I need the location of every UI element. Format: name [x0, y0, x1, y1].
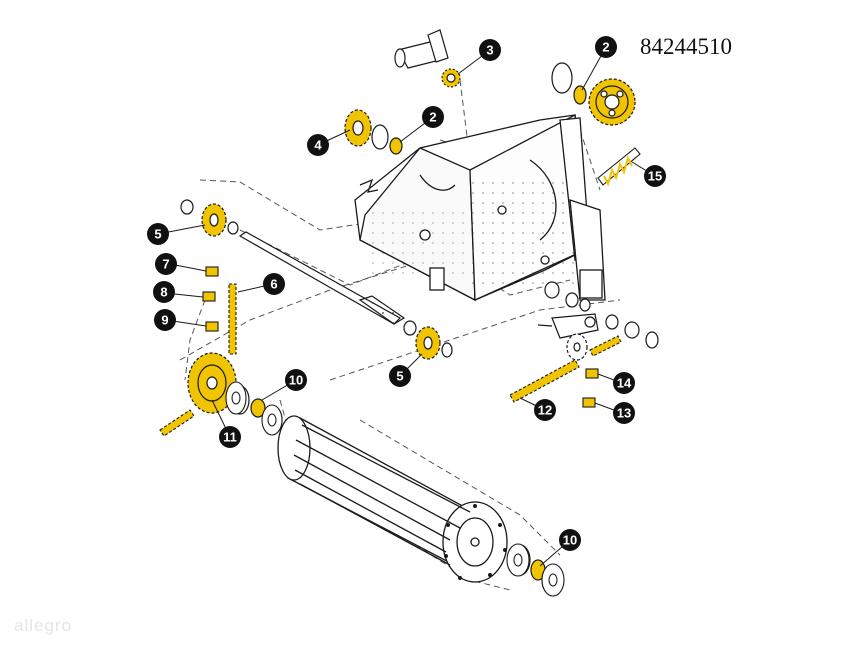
svg-text:7: 7 [162, 257, 169, 272]
crank-shaft [394, 29, 449, 69]
callouts: 3 2 2 4 15 5 7 6 8 9 5 10 14 12 13 11 10 [147, 36, 666, 551]
svg-text:10: 10 [289, 373, 303, 388]
callout-12: 12 [534, 399, 556, 421]
sprocket-4 [344, 109, 372, 147]
sprocket-5-left [201, 203, 227, 237]
svg-text:14: 14 [617, 376, 632, 391]
sprocket-top-center [441, 68, 461, 88]
svg-text:6: 6 [270, 277, 277, 292]
roller-drum [277, 415, 508, 583]
callout-14: 14 [613, 372, 635, 394]
svg-text:8: 8 [160, 285, 167, 300]
svg-text:13: 13 [617, 406, 631, 421]
sprocket-large-top [588, 78, 636, 126]
svg-text:4: 4 [314, 138, 322, 153]
part-number: 84244510 [640, 34, 732, 59]
callout-10-lower: 10 [559, 529, 581, 551]
svg-text:5: 5 [396, 369, 403, 384]
callout-10-upper: 10 [285, 369, 307, 391]
watermark: allegro [14, 616, 73, 635]
svg-text:3: 3 [486, 43, 493, 58]
flange-plates [225, 381, 565, 597]
callout-5-center: 5 [389, 365, 411, 387]
callout-9: 9 [154, 309, 176, 331]
sprockets [187, 68, 636, 414]
drive-shaft [238, 231, 406, 325]
svg-text:9: 9 [161, 313, 168, 328]
callout-11: 11 [219, 426, 241, 448]
frame-chassis [354, 113, 606, 302]
callout-4: 4 [307, 134, 329, 156]
spring [597, 147, 641, 187]
sprocket-11 [187, 352, 237, 414]
svg-text:10: 10 [563, 533, 577, 548]
sprocket-idler [566, 333, 588, 361]
callout-3: 3 [479, 39, 501, 61]
callout-2-mid: 2 [422, 106, 444, 128]
sprocket-5-center [415, 326, 441, 360]
svg-text:15: 15 [648, 169, 662, 184]
svg-text:11: 11 [223, 430, 237, 445]
callout-2-top: 2 [595, 36, 617, 58]
svg-text:2: 2 [429, 110, 436, 125]
callout-13: 13 [613, 402, 635, 424]
tensioner-arm [537, 313, 599, 339]
svg-text:12: 12 [538, 403, 552, 418]
callout-7: 7 [155, 253, 177, 275]
svg-text:2: 2 [602, 40, 609, 55]
callout-8: 8 [153, 281, 175, 303]
callout-15: 15 [644, 165, 666, 187]
callout-6: 6 [263, 273, 285, 295]
svg-text:5: 5 [154, 227, 161, 242]
callout-5-left: 5 [147, 223, 169, 245]
chains [159, 283, 622, 437]
